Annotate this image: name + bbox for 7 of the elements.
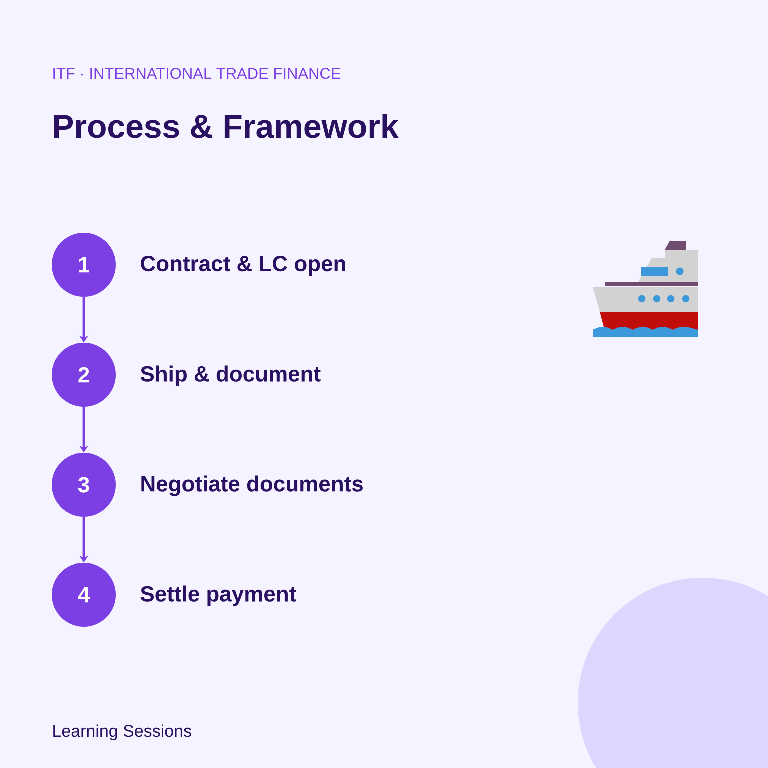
step-label: Settle payment — [140, 586, 296, 606]
step-label: Negotiate documents — [142, 476, 363, 496]
step-label: Contract & LC open — [141, 256, 346, 276]
footer-text: Learning Sessions — [54, 724, 192, 741]
kicker-text: ITF · INTERNATIONAL TRADE FINANCE — [54, 68, 341, 80]
title: Process & Framework — [54, 114, 399, 138]
step-label: Ship & document — [140, 366, 321, 386]
